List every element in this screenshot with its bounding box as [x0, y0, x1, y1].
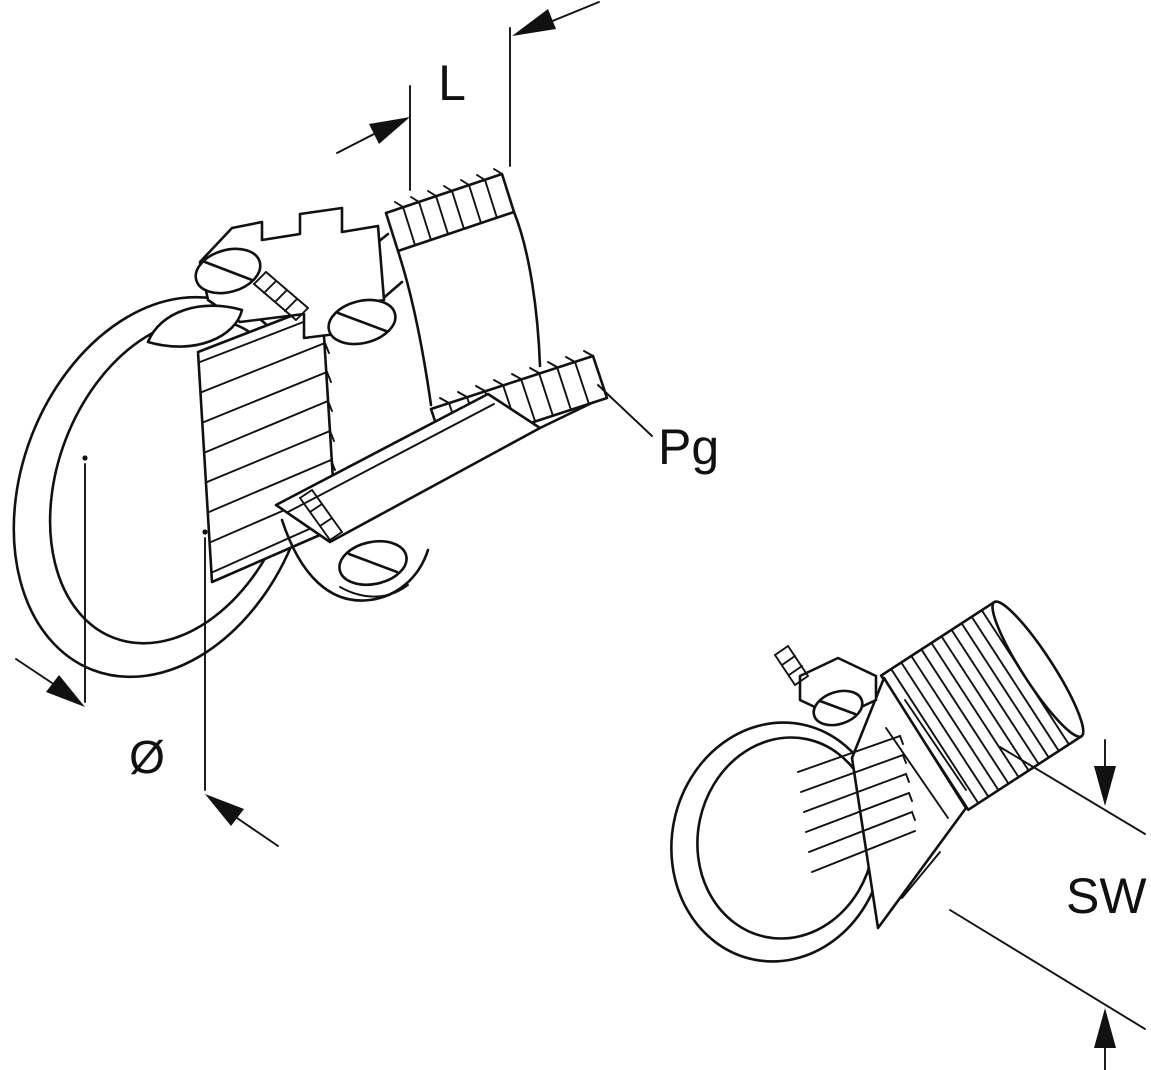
dimension-SW: SW [949, 739, 1147, 1070]
thread-size-label: Pg [658, 419, 719, 475]
bottom-screw-assembly [299, 489, 409, 598]
flange-plate [274, 392, 542, 544]
clamp-lamellae-small [797, 734, 916, 873]
diameter-symbol: Ø [129, 731, 165, 783]
upper-thread [384, 168, 516, 253]
top-screw-small [774, 645, 878, 727]
bell-flange-small [670, 721, 886, 963]
gland-body-small [850, 676, 968, 930]
wrench-size-label: SW [1066, 868, 1147, 924]
top-screw-assembly [194, 247, 397, 346]
clamp-lever [146, 304, 244, 348]
side-view-assembly [670, 600, 1085, 963]
main-view-assembly [12, 168, 609, 679]
leader-Pg: Pg [597, 384, 719, 475]
clamp-bracket [198, 206, 386, 340]
male-thread [879, 600, 1085, 812]
length-dimension-label: L [438, 55, 466, 111]
dimension-diameter: Ø [15, 455, 279, 847]
dimension-L: L [336, 1, 600, 191]
clamp-lamellae [196, 302, 338, 584]
